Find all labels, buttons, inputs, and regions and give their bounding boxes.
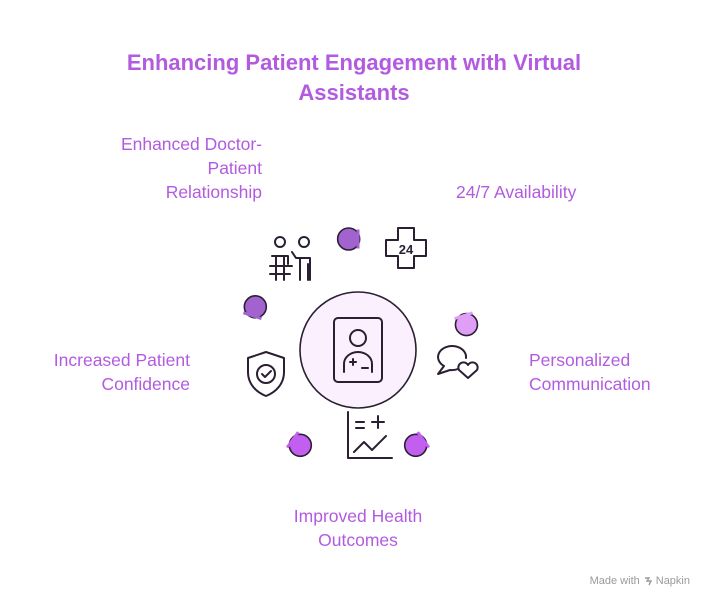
puzzle-seam-cover — [416, 431, 431, 449]
label-personalized-line-2: Communication — [529, 374, 651, 394]
title-line-1: Enhancing Patient Engagement with Virtua… — [126, 50, 582, 75]
icon-24-text: 24 — [399, 242, 414, 257]
puzzle-tab-doctor-patient — [336, 227, 361, 251]
puzzle-seam-cover — [242, 311, 262, 321]
label-personalized: Personalized Communication — [529, 348, 699, 396]
puzzle-seam-cover — [454, 311, 474, 321]
label-doctor-patient: Enhanced Doctor- Patient Relationship — [60, 132, 262, 204]
napkin-logo-icon — [644, 577, 652, 586]
speech-bubble-heart-icon — [437, 345, 479, 379]
label-availability-line-1: 24/7 Availability — [456, 182, 577, 202]
doctor-consultation-icon — [269, 236, 311, 281]
label-doctor-patient-line-3: Relationship — [165, 182, 262, 202]
label-health-outcomes-line-1: Improved Health — [293, 506, 423, 526]
label-health-outcomes-line-2: Outcomes — [318, 530, 398, 550]
napkin-brand-text: Napkin — [655, 575, 690, 587]
label-confidence: Increased Patient Confidence — [20, 348, 190, 396]
made-with-credit[interactable]: Made with Napkin — [560, 575, 690, 587]
label-personalized-line-1: Personalized — [529, 350, 631, 370]
shield-check-icon — [247, 351, 285, 397]
label-doctor-patient-line-1: Enhanced Doctor- — [120, 134, 262, 154]
label-confidence-line-2: Confidence — [101, 374, 190, 394]
puzzle-seam-cover — [285, 431, 300, 449]
made-with-text: Made with — [589, 575, 640, 587]
24-hour-cross-icon: 24 — [385, 227, 427, 269]
label-health-outcomes: Improved Health Outcomes — [258, 504, 458, 552]
label-confidence-line-1: Increased Patient — [53, 350, 190, 370]
title-line-2: Assistants — [298, 80, 410, 105]
label-doctor-patient-line-2: Patient — [207, 158, 262, 178]
label-availability: 24/7 Availability — [456, 180, 656, 204]
patient-record-icon — [333, 317, 383, 383]
health-chart-icon — [347, 411, 393, 459]
center-hub — [299, 291, 417, 409]
